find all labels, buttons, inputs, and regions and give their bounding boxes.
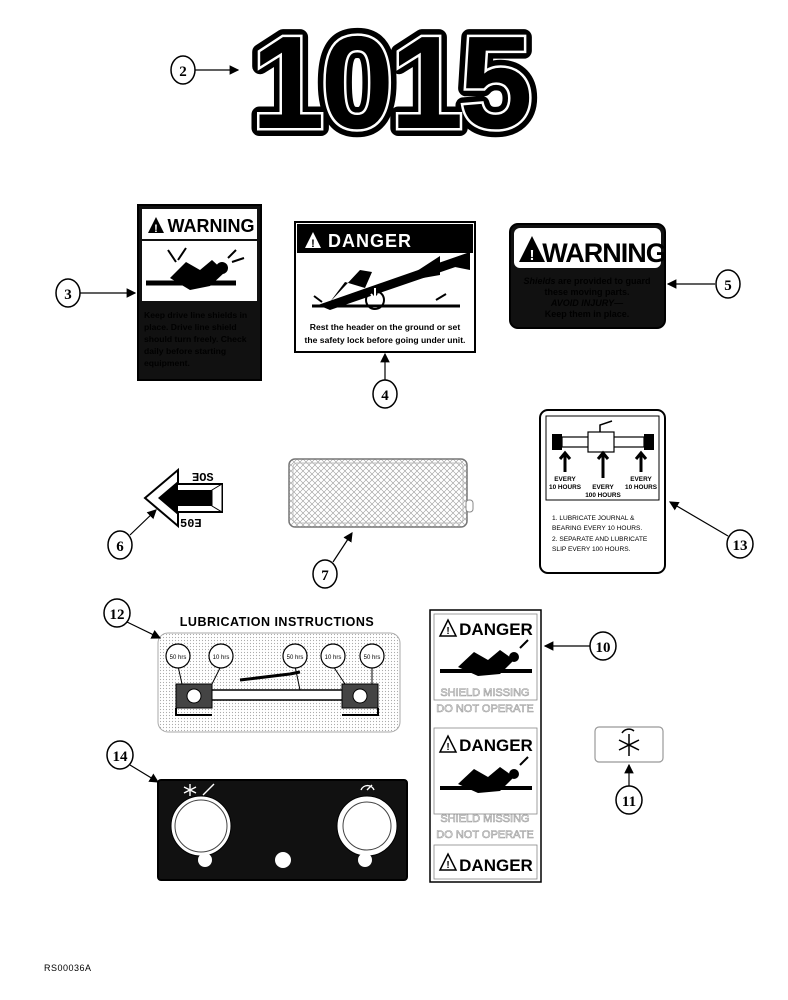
svg-text:Keep drive line shields in: Keep drive line shields in xyxy=(144,310,247,320)
callout-14: 14 xyxy=(106,740,160,783)
svg-text:3: 3 xyxy=(64,287,72,303)
svg-text:13: 13 xyxy=(733,538,748,554)
callout-4: 4 xyxy=(372,352,398,409)
svg-text:Shields are provided to guard: Shields are provided to guard xyxy=(523,276,650,286)
model-number-decal: 1015 1015 xyxy=(243,1,541,164)
svg-text:EVERY: EVERY xyxy=(592,484,614,491)
svg-text:12: 12 xyxy=(110,607,125,623)
callout-5: 5 xyxy=(666,269,741,299)
symbol-decal xyxy=(594,726,664,763)
speed-symbol-icon xyxy=(360,784,375,791)
svg-text:should turn freely. Check: should turn freely. Check xyxy=(144,334,247,344)
svg-text:5: 5 xyxy=(724,278,732,294)
header-crush-pictogram-icon xyxy=(312,252,470,310)
rotation-symbol-icon xyxy=(618,728,640,756)
callout-10: 10 xyxy=(543,631,617,661)
svg-text:SHIELD MISSING: SHIELD MISSING xyxy=(440,813,529,825)
svg-text:!: ! xyxy=(446,860,449,871)
drive-shaft-lube-icon xyxy=(175,665,379,716)
svg-text:14: 14 xyxy=(113,749,129,765)
svg-text:10 hrs: 10 hrs xyxy=(213,655,230,661)
drawing-reference-number: RS00036A xyxy=(44,963,92,973)
svg-text:DANGER: DANGER xyxy=(459,736,533,755)
reflector-decal xyxy=(288,458,474,528)
warning-triangle-icon xyxy=(519,236,545,262)
svg-text:ƎOS: ƎOS xyxy=(192,471,214,485)
svg-text:!: ! xyxy=(446,742,449,753)
svg-text:equipment.: equipment. xyxy=(144,358,190,368)
callout-6: 6 xyxy=(107,509,157,560)
svg-text:50Ǝ: 50Ǝ xyxy=(180,517,202,531)
entanglement-pictogram-icon xyxy=(440,639,532,676)
svg-text:10 HOURS: 10 HOURS xyxy=(625,484,658,491)
svg-text:daily before starting: daily before starting xyxy=(144,346,226,356)
svg-text:AVOID INJURY—: AVOID INJURY— xyxy=(550,298,624,308)
svg-text:6: 6 xyxy=(116,539,124,555)
svg-text:100 HOURS: 100 HOURS xyxy=(585,492,621,499)
svg-text:2: 2 xyxy=(179,64,187,80)
warning-triangle-icon xyxy=(148,217,164,233)
lubrication-instructions-decal: LUBRICATION INSTRUCTIONS 50 hrs 10 hrs 5… xyxy=(157,615,401,733)
svg-text:!: ! xyxy=(311,238,315,250)
callout-11: 12 xyxy=(103,598,162,639)
model-number-outline: 1015 xyxy=(251,9,529,156)
callout-2: 2 xyxy=(170,55,240,85)
svg-text:10: 10 xyxy=(596,640,611,656)
callout-3: 3 xyxy=(55,278,137,308)
svg-text:DANGER: DANGER xyxy=(459,620,533,639)
lubrication-title: LUBRICATION INSTRUCTIONS xyxy=(180,615,374,629)
danger-strip-decal: ! DANGER SHIELD MISSING DO NOT OPERATE !… xyxy=(429,609,542,883)
svg-text:EVERY: EVERY xyxy=(630,476,652,483)
entanglement-pictogram-icon xyxy=(146,247,245,290)
svg-text:BEARING EVERY 10 HOURS.: BEARING EVERY 10 HOURS. xyxy=(552,525,642,532)
svg-text:EVERY: EVERY xyxy=(554,476,576,483)
callout-7: 7 xyxy=(312,531,353,589)
svg-text:!: ! xyxy=(446,626,449,637)
svg-text:place. Drive line shield: place. Drive line shield xyxy=(144,322,237,332)
warning-header-text: WARNING xyxy=(168,216,255,236)
danger-triangle-icon xyxy=(305,232,321,248)
svg-text:DO NOT OPERATE: DO NOT OPERATE xyxy=(436,829,533,841)
svg-text:!: ! xyxy=(154,223,158,235)
entanglement-pictogram-icon xyxy=(440,756,532,793)
svg-text:these moving parts.: these moving parts. xyxy=(544,287,629,297)
danger-header-text: DANGER xyxy=(328,231,412,251)
callout-13: 11 xyxy=(615,763,643,815)
svg-text:1. LUBRICATE JOURNAL &: 1. LUBRICATE JOURNAL & xyxy=(552,515,635,522)
svg-text:10 HOURS: 10 HOURS xyxy=(549,484,582,491)
direction-arrow-decal: ƎOS 50Ǝ xyxy=(143,467,223,531)
danger-triangle-icon xyxy=(438,734,458,753)
danger-triangle-icon xyxy=(438,618,458,637)
callout-12: 13 xyxy=(668,501,754,559)
danger-triangle-icon xyxy=(438,852,458,871)
svg-text:4: 4 xyxy=(381,388,389,404)
svg-text:Keep them in place.: Keep them in place. xyxy=(545,309,630,319)
fan-symbol-icon xyxy=(183,783,215,796)
danger-header-decal: ! DANGER Rest the header on the ground o… xyxy=(294,221,476,353)
warning-shields-decal: ! WARNING Shields are provided to guard … xyxy=(509,223,667,329)
model-number-text: 1015 xyxy=(251,9,529,156)
drive-shaft-pictogram-icon xyxy=(552,420,654,478)
svg-text:SHIELD MISSING: SHIELD MISSING xyxy=(440,687,529,699)
svg-text:50 hrs: 50 hrs xyxy=(287,655,304,661)
svg-text:!: ! xyxy=(530,247,535,264)
svg-text:Rest the header on the ground: Rest the header on the ground or set xyxy=(310,322,461,332)
control-panel-decal xyxy=(157,779,408,881)
svg-text:the safety lock before going u: the safety lock before going under unit. xyxy=(305,335,466,345)
warning-header-text: WARNING xyxy=(542,238,666,268)
svg-text:7: 7 xyxy=(321,568,329,584)
svg-text:11: 11 xyxy=(622,794,636,810)
svg-text:2. SEPARATE AND LUBRICATE: 2. SEPARATE AND LUBRICATE xyxy=(552,536,648,543)
svg-text:50 hrs: 50 hrs xyxy=(170,655,187,661)
svg-text:DO NOT OPERATE: DO NOT OPERATE xyxy=(436,703,533,715)
svg-text:SLIP EVERY 100 HOURS.: SLIP EVERY 100 HOURS. xyxy=(552,546,631,553)
svg-text:50 hrs: 50 hrs xyxy=(364,655,381,661)
warning-drive-line-decal: ! WARNING Keep drive line shields in pla… xyxy=(137,204,262,381)
svg-text:DANGER: DANGER xyxy=(459,856,533,875)
lube-interval-decal: EVERY 10 HOURS EVERY EVERY 10 HOURS 100 … xyxy=(539,409,666,574)
svg-text:10 hrs: 10 hrs xyxy=(325,655,342,661)
